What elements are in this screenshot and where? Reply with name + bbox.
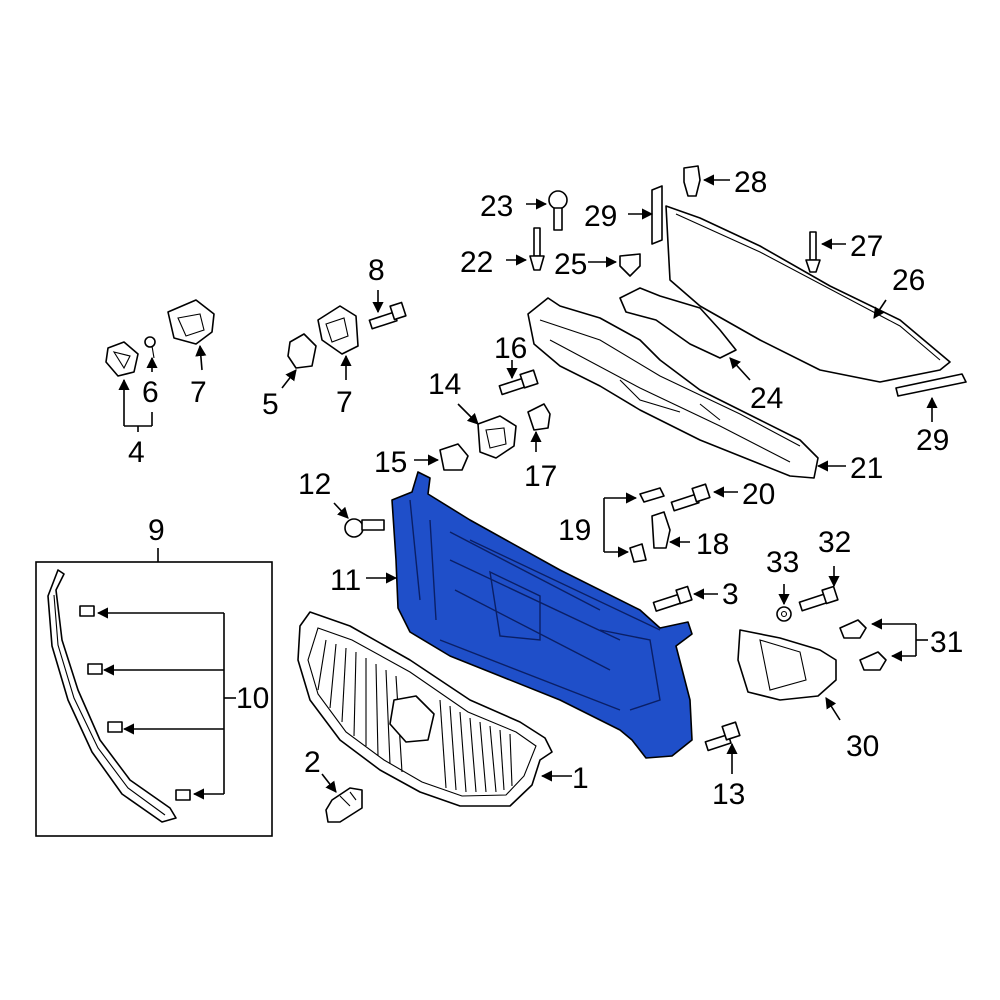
part-1-grille [297,611,572,807]
callout-30: 30 [846,730,879,763]
callout-12: 12 [298,468,331,501]
callout-7b: 7 [336,386,353,419]
part-22-stud [506,227,545,271]
part-6-pin [144,336,158,372]
part-13-bolt [704,721,741,774]
part-28-clip [683,165,730,197]
part-3-bolt [652,585,718,612]
part-4-emblem-bracket [105,341,153,432]
callout-21: 21 [850,452,883,485]
clip-10-c [107,721,123,733]
callout-10: 10 [236,682,269,715]
callout-6: 6 [142,376,159,409]
part-9-molding-inset [35,548,273,837]
callout-29b: 29 [916,424,949,457]
part-5-cover [281,333,317,389]
part-29-seal-upper [628,185,663,245]
callout-14: 14 [428,368,461,401]
part-33-washer [776,584,792,622]
callout-2: 2 [304,746,321,779]
part-8-bolt [368,290,407,330]
part-27-stud [805,231,846,273]
part-7-emblem-b [317,305,359,380]
part-7-emblem-a [167,299,215,371]
callout-33: 33 [766,546,799,579]
callout-4: 4 [128,436,145,469]
callout-23: 23 [480,190,513,223]
part-16-bolt [498,360,539,396]
callout-27: 27 [850,230,883,263]
part-32-bolt [798,566,840,612]
callout-1: 1 [572,762,589,795]
callout-11: 11 [330,564,361,597]
callout-5: 5 [262,388,279,421]
part-19-clips [603,487,665,563]
part-2-bracket [321,773,363,823]
grille-emblem-mount [389,695,435,743]
part-21-upper-support [527,297,846,479]
callout-labels: 1 2 3 4 5 6 7 7 8 9 10 11 12 13 14 15 16… [128,166,963,811]
callout-15: 15 [374,446,407,479]
part-25-clip [588,253,641,277]
part-31-clips [839,618,928,671]
callout-17: 17 [524,460,557,493]
callout-31: 31 [930,626,963,659]
part-24-air-guide [619,287,751,381]
callout-24: 24 [750,382,783,415]
part-29-seal-lower [895,373,967,422]
part-20-bolt [670,483,738,512]
callout-9: 9 [148,514,165,547]
part-12-bolt [333,502,385,538]
callout-19: 19 [558,514,591,547]
part-15-clip [414,443,469,471]
callout-8: 8 [368,254,385,287]
part-11-grille-reinforcement [391,471,693,759]
part-18-clip [651,511,690,549]
callout-28: 28 [734,166,767,199]
clip-10-b [87,663,103,675]
callout-25: 25 [554,248,587,281]
part-23-bolt [526,190,568,231]
part-26-shroud [665,205,951,383]
callout-32: 32 [818,526,851,559]
callout-26: 26 [892,264,925,297]
callout-3: 3 [722,578,739,611]
callout-20: 20 [742,478,775,511]
callout-16: 16 [494,332,527,365]
callout-7a: 7 [190,376,207,409]
clip-10-d [175,789,191,801]
clip-10-a [79,605,95,617]
callout-29a: 29 [584,200,617,233]
callout-18: 18 [696,528,729,561]
callout-22: 22 [460,246,493,279]
part-17-clip [527,403,551,452]
callout-13: 13 [712,778,745,811]
part-14-bracket [457,403,517,459]
part-30-bracket [737,629,841,721]
